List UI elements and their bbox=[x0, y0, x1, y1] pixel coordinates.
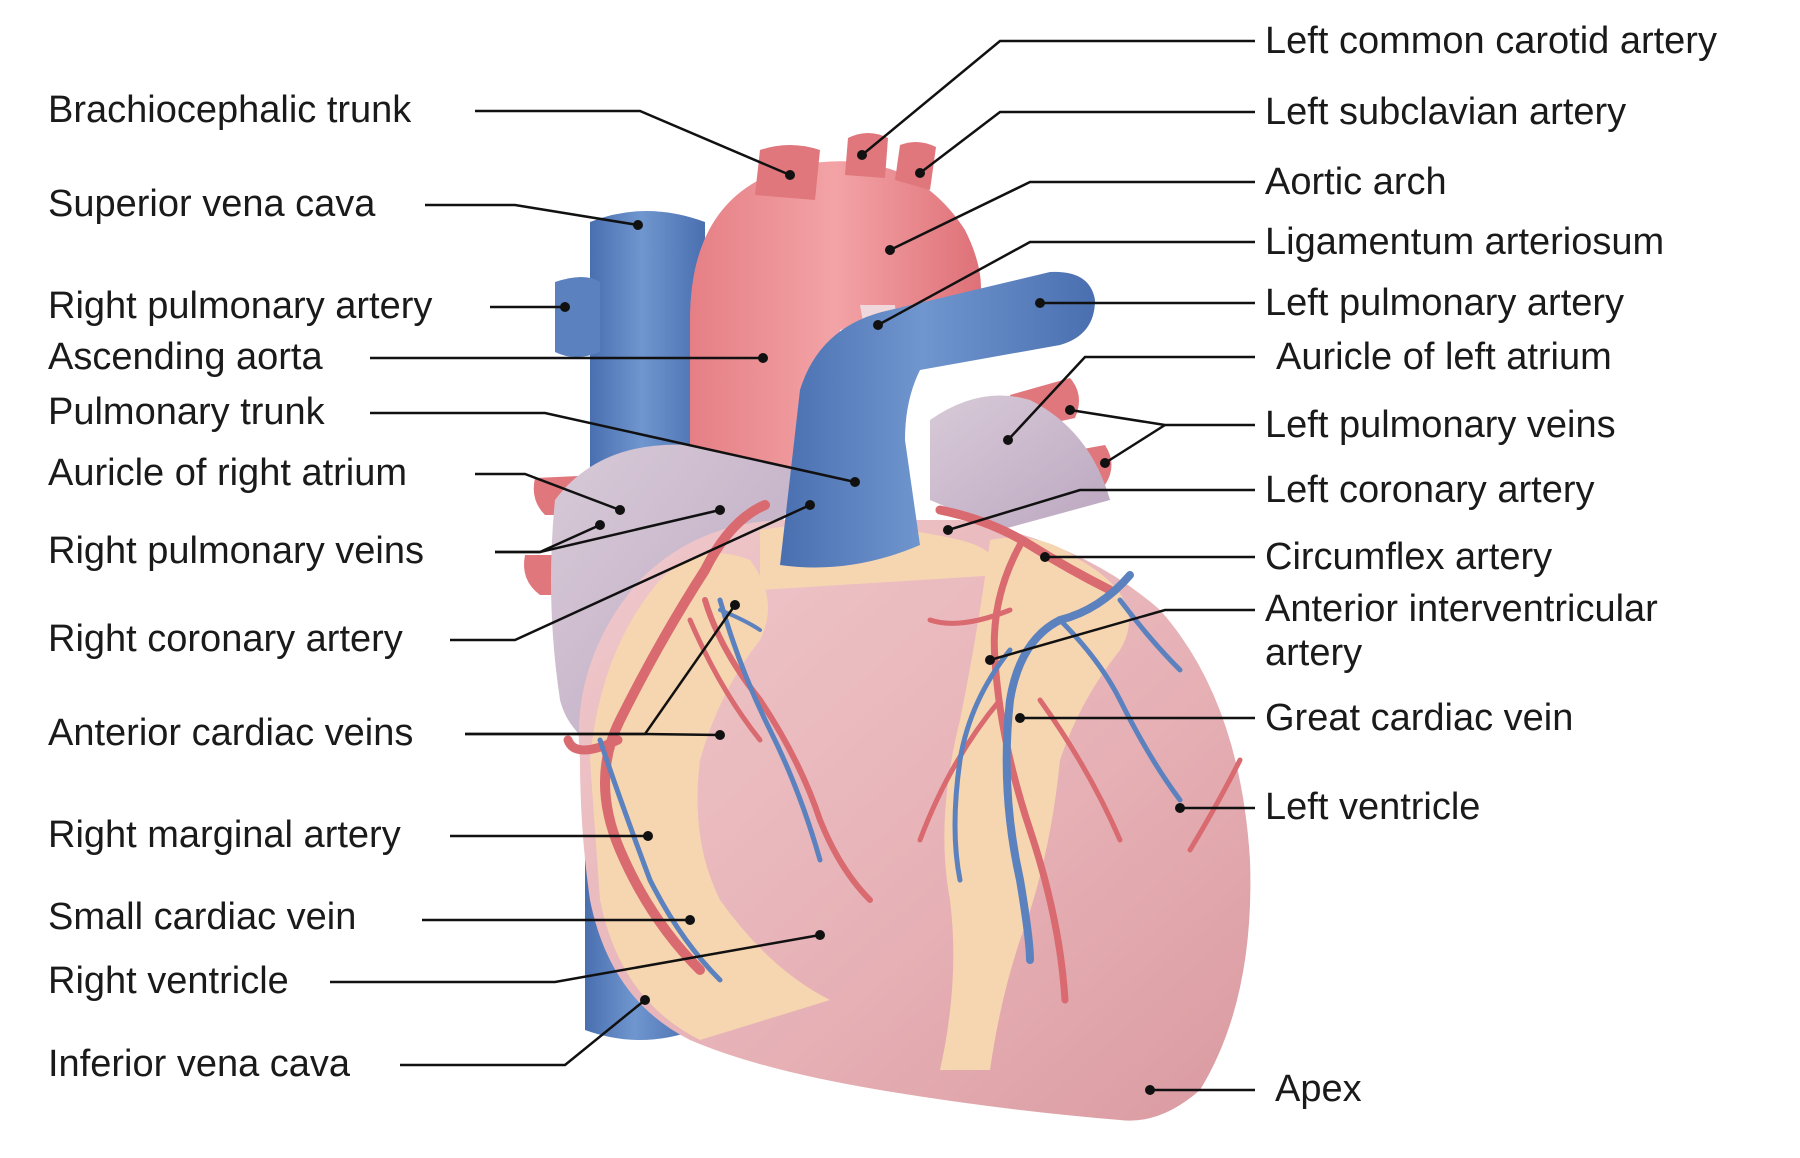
label-anterior-interventricular-artery: Anterior interventricular artery bbox=[1265, 588, 1658, 674]
label-auricle-right-atrium: Auricle of right atrium bbox=[48, 452, 408, 494]
label-left-common-carotid-artery: Left common carotid artery bbox=[1265, 20, 1717, 62]
label-aortic-arch: Aortic arch bbox=[1265, 161, 1447, 203]
label-apex: Apex bbox=[1275, 1068, 1362, 1110]
label-right-pulmonary-artery: Right pulmonary artery bbox=[48, 285, 433, 327]
leader-lines bbox=[330, 39, 1255, 1092]
left-atrium-shape bbox=[930, 395, 1110, 530]
label-left-pulmonary-artery: Left pulmonary artery bbox=[1265, 282, 1625, 324]
label-left-ventricle: Left ventricle bbox=[1265, 786, 1481, 828]
label-auricle-left-atrium: Auricle of left atrium bbox=[1276, 336, 1612, 378]
label-ascending-aorta: Ascending aorta bbox=[48, 336, 323, 378]
label-right-ventricle: Right ventricle bbox=[48, 960, 289, 1002]
label-brachiocephalic-trunk: Brachiocephalic trunk bbox=[48, 89, 412, 131]
label-inferior-vena-cava: Inferior vena cava bbox=[48, 1043, 351, 1085]
label-left-subclavian-artery: Left subclavian artery bbox=[1265, 91, 1627, 133]
label-circumflex-artery: Circumflex artery bbox=[1265, 536, 1553, 578]
coronary-veins bbox=[597, 571, 1183, 983]
label-great-cardiac-vein: Great cardiac vein bbox=[1265, 697, 1574, 739]
fat-right bbox=[590, 553, 830, 1040]
aorta-shape bbox=[690, 161, 981, 502]
label-superior-vena-cava: Superior vena cava bbox=[48, 183, 376, 225]
label-left-coronary-artery: Left coronary artery bbox=[1265, 469, 1595, 511]
subclavian-branch bbox=[895, 141, 936, 190]
coronary-arteries bbox=[563, 500, 1243, 1004]
leader-dots bbox=[560, 150, 1185, 1095]
label-small-cardiac-vein: Small cardiac vein bbox=[48, 896, 357, 938]
label-left-pulmonary-veins: Left pulmonary veins bbox=[1265, 404, 1616, 446]
label-pulmonary-trunk: Pulmonary trunk bbox=[48, 391, 325, 433]
label-right-pulmonary-veins: Right pulmonary veins bbox=[48, 530, 424, 572]
label-right-coronary-artery: Right coronary artery bbox=[48, 618, 403, 660]
right-pulmonary-artery-shape bbox=[555, 277, 600, 357]
label-anterior-cardiac-veins: Anterior cardiac veins bbox=[48, 712, 414, 754]
label-right-marginal-artery: Right marginal artery bbox=[48, 814, 401, 856]
fat-left bbox=[940, 537, 1129, 1070]
label-ligamentum-arteriosum: Ligamentum arteriosum bbox=[1265, 221, 1665, 263]
pulmonary-trunk-shape bbox=[780, 271, 1095, 568]
